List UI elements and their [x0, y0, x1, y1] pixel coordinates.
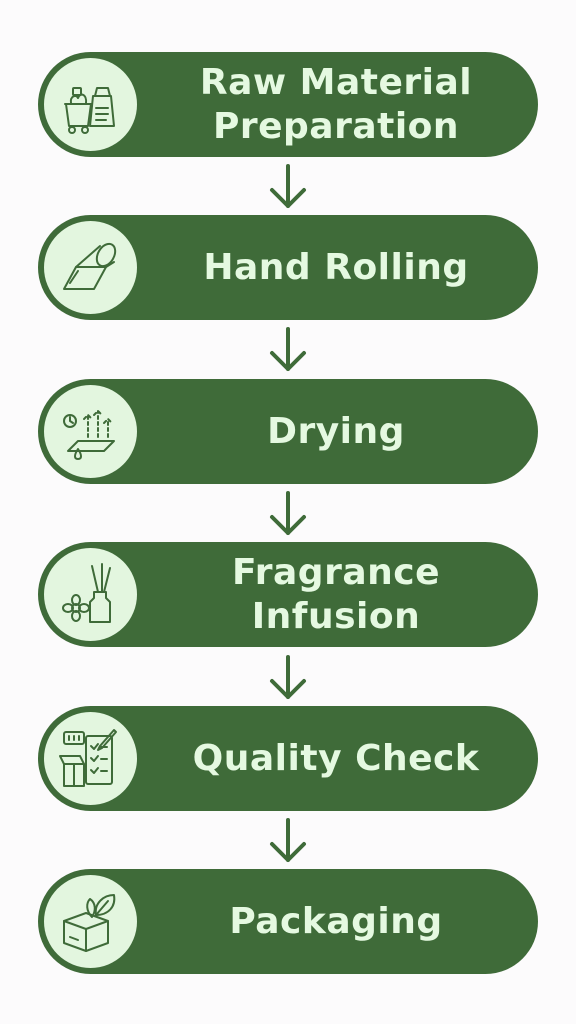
step-raw-material-preparation: Raw Material Preparation	[38, 52, 538, 157]
step-label-line-1: Fragrance	[231, 551, 441, 593]
arrow-down-icon	[270, 491, 306, 535]
arrow-down-icon	[270, 164, 306, 208]
step-label-line-2: Preparation	[212, 105, 460, 147]
raw-materials-icon	[63, 86, 115, 134]
step-quality-check: Quality Check	[38, 706, 538, 811]
icon-badge	[44, 712, 137, 805]
fragrance-diffuser-icon	[61, 562, 111, 623]
step-hand-rolling: Hand Rolling	[38, 215, 538, 320]
drying-icon	[62, 409, 115, 460]
rolling-paper-icon	[62, 242, 116, 290]
step-packaging: Packaging	[38, 869, 538, 974]
step-label-line-1: Raw Material	[199, 61, 473, 103]
step-label-line-1: Drying	[267, 410, 405, 452]
icon-badge	[44, 548, 137, 641]
step-label-line-2: Infusion	[251, 595, 421, 637]
step-drying: Drying	[38, 379, 538, 484]
arrow-down-icon	[270, 327, 306, 371]
step-label-line-1: Hand Rolling	[203, 246, 469, 288]
step-label-line-1: Quality Check	[192, 737, 480, 779]
icon-badge	[44, 58, 137, 151]
quality-check-icon	[58, 728, 117, 787]
step-label: Packaging	[150, 869, 522, 974]
icon-badge	[44, 385, 137, 478]
arrow-down-icon	[270, 655, 306, 699]
step-label: Drying	[150, 379, 522, 484]
step-label: Raw Material Preparation	[150, 52, 522, 157]
packaging-icon	[62, 893, 115, 952]
icon-badge	[44, 875, 137, 968]
step-label: Fragrance Infusion	[150, 542, 522, 647]
step-fragrance-infusion: Fragrance Infusion	[38, 542, 538, 647]
step-label-line-1: Packaging	[229, 900, 443, 942]
step-label: Quality Check	[150, 706, 522, 811]
step-label: Hand Rolling	[150, 215, 522, 320]
icon-badge	[44, 221, 137, 314]
arrow-down-icon	[270, 818, 306, 862]
